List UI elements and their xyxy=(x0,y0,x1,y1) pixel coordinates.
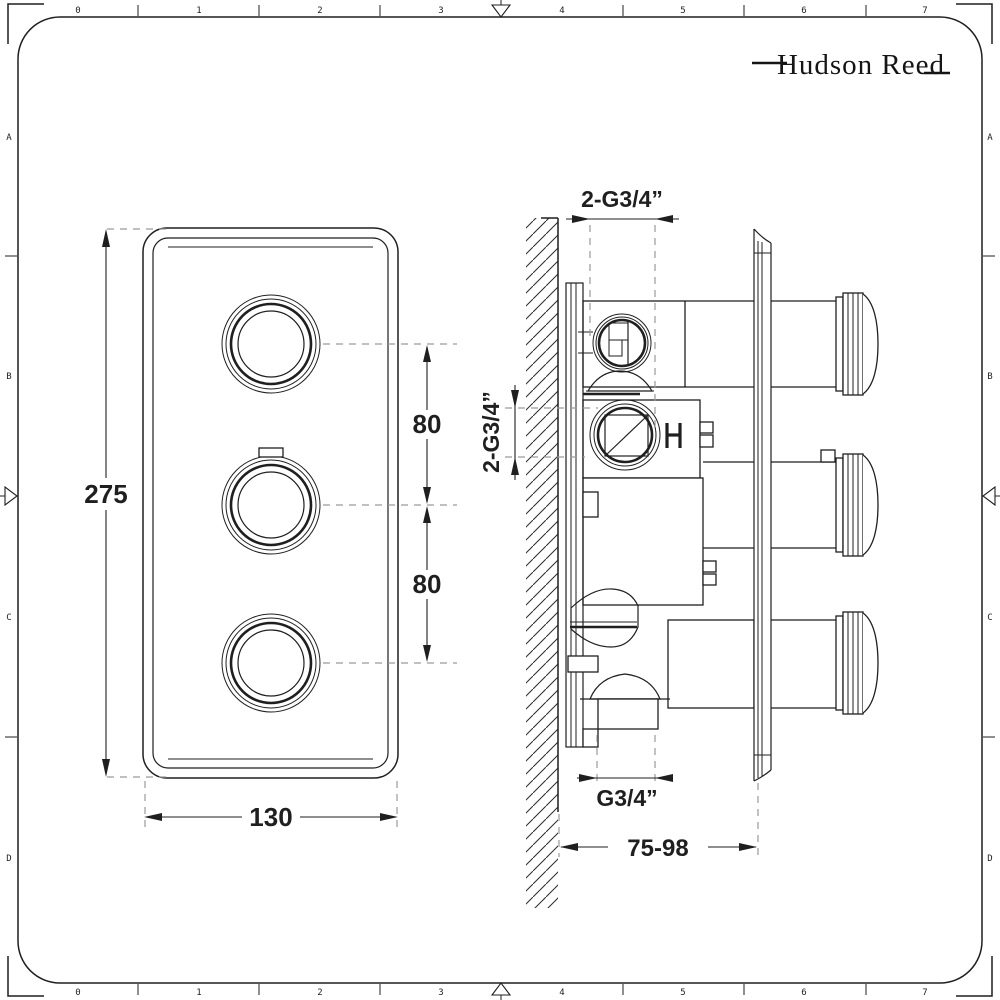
ruler-label: 5 xyxy=(680,988,685,998)
knob-bottom xyxy=(221,613,321,713)
side-knob-middle xyxy=(820,449,879,557)
ruler-label: 2 xyxy=(317,6,322,16)
side-knob-tab xyxy=(820,449,836,463)
mounting-plate xyxy=(565,282,599,748)
knob-tab xyxy=(258,447,284,458)
outlet-dome xyxy=(589,673,661,700)
inlet-port-middle xyxy=(589,399,661,471)
ruler-label: C xyxy=(987,613,992,623)
brand-logo: Hudson Reed xyxy=(752,49,950,81)
top-ruler: 0 1 2 3 4 5 6 7 xyxy=(75,0,928,18)
plate-inner xyxy=(152,237,389,769)
side-view: 2-G3/4” 2-G3/4” G3/4” 75-98 xyxy=(478,186,879,908)
plate-clip xyxy=(582,728,599,748)
cartridge-h-marker xyxy=(665,423,682,448)
ruler-label: A xyxy=(987,133,993,143)
dim-label-spacing-top: 80 xyxy=(413,409,442,439)
corner-bracket-bottom-right xyxy=(956,956,993,997)
dim-depth: 75-98 xyxy=(560,832,757,862)
diverter-domes xyxy=(570,370,670,730)
front-view: 275 80 80 130 xyxy=(84,227,457,832)
bottom-ruler: 0 1 2 3 4 5 6 7 xyxy=(75,982,928,1000)
plate-clip xyxy=(567,655,599,673)
center-marker-right xyxy=(982,485,1000,507)
ruler-label: 4 xyxy=(559,988,564,998)
center-marker-bottom xyxy=(490,982,512,1000)
ruler-label: 7 xyxy=(922,6,927,16)
ruler-label: 1 xyxy=(196,988,201,998)
ruler-label: 0 xyxy=(75,988,80,998)
brand-logo-text: Hudson Reed xyxy=(777,49,945,81)
wall-section xyxy=(526,217,559,908)
knob-top xyxy=(221,294,321,394)
plate-outer xyxy=(142,227,399,779)
side-knob-bottom xyxy=(835,611,879,715)
valve-body xyxy=(582,300,755,709)
dim-spacing-80-top: 80 xyxy=(407,345,447,504)
ruler-label: A xyxy=(6,133,12,143)
dim-top-ports: 2-G3/4” xyxy=(566,186,679,223)
corner-bracket-top-left xyxy=(7,3,44,44)
ruler-label: 3 xyxy=(438,6,443,16)
ruler-label: D xyxy=(6,854,11,864)
inlet-port-top xyxy=(578,313,652,373)
dim-height-275: 275 xyxy=(84,228,166,778)
ruler-label: B xyxy=(6,372,11,382)
right-ruler: A B C D xyxy=(982,133,1000,864)
corner-bracket-bottom-left xyxy=(7,956,44,997)
side-knob-top xyxy=(835,292,879,396)
dim-label-outlet: G3/4” xyxy=(596,785,657,811)
dim-label-height: 275 xyxy=(84,479,127,509)
sheet-frame xyxy=(7,3,993,997)
left-ruler: A B C D xyxy=(0,133,18,864)
center-marker-left xyxy=(0,485,18,507)
ruler-label: 2 xyxy=(317,988,322,998)
ruler-label: 5 xyxy=(680,6,685,16)
ruler-label: 0 xyxy=(75,6,80,16)
ruler-label: C xyxy=(6,613,11,623)
center-marker-top xyxy=(490,0,512,18)
trim-faceplate xyxy=(753,228,772,782)
ball-valve-lens xyxy=(570,588,639,648)
dim-label-spacing-bottom: 80 xyxy=(413,569,442,599)
dim-side-ports: 2-G3/4” xyxy=(478,385,519,480)
ruler-label: 1 xyxy=(196,6,201,16)
side-screws xyxy=(699,421,717,586)
dim-label-top-ports: 2-G3/4” xyxy=(581,186,663,212)
dim-spacing-80-bottom: 80 xyxy=(407,506,447,662)
dim-label-width: 130 xyxy=(249,802,292,832)
ruler-label: 6 xyxy=(801,6,806,16)
ruler-label: B xyxy=(987,372,992,382)
dim-outlet: G3/4” xyxy=(577,774,673,811)
dim-width-130: 130 xyxy=(144,781,398,832)
bottom-outlet xyxy=(597,698,659,730)
plate-clip xyxy=(582,491,599,518)
knob-middle xyxy=(221,447,321,555)
ruler-label: 3 xyxy=(438,988,443,998)
ruler-label: D xyxy=(987,854,992,864)
ruler-label: 7 xyxy=(922,988,927,998)
ruler-label: 6 xyxy=(801,988,806,998)
corner-bracket-top-right xyxy=(956,3,993,44)
ruler-label: 4 xyxy=(559,6,564,16)
dim-label-depth: 75-98 xyxy=(627,835,688,862)
dim-label-side-ports: 2-G3/4” xyxy=(478,391,504,473)
